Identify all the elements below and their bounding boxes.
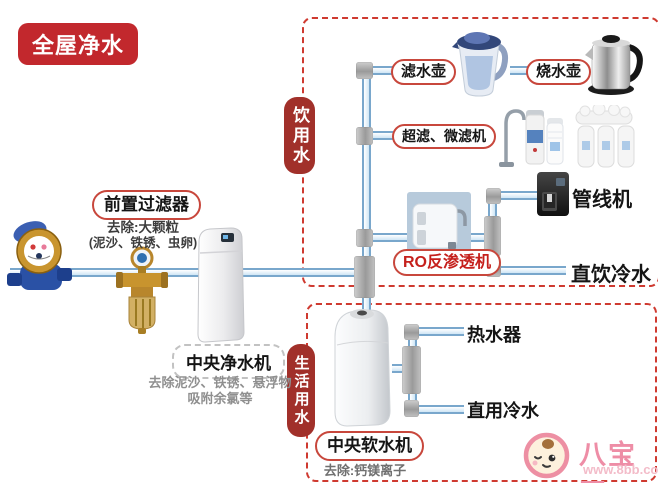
pipeline-machine-label: 管线机 [572, 189, 632, 211]
water-meter-image [6, 218, 72, 309]
kettle-image [583, 31, 644, 103]
pre-filter-label: 前置过滤器 [92, 190, 201, 221]
direct-use-cold-label: 直用冷水 [467, 401, 539, 421]
direct-cold-pipe [494, 266, 566, 275]
pre-filter-note-1: 去除:大颗粒 [107, 220, 179, 235]
filter-pitcher-image [447, 26, 511, 103]
pipeline-dispenser-image [536, 171, 570, 223]
multistage-filter-image [573, 102, 638, 174]
whole-house-badge: 全屋净水 [18, 23, 139, 65]
direct-drink-cold-label: 直饮冷水 [571, 264, 651, 286]
watermark-site-url: www.8bb.com [583, 462, 658, 477]
boiling-kettle-label: 烧水壶 [526, 59, 592, 85]
sleeve-fitting-manifold [402, 346, 421, 394]
ultrafilter-branch-pipe [369, 131, 393, 140]
ro-machine-image [407, 192, 471, 260]
main-supply-pipe [10, 268, 364, 277]
central-purifier-note-2: 吸附余氯等 [187, 391, 253, 406]
water-softener-image [328, 305, 395, 434]
drinking-riser-pipe [362, 66, 371, 276]
domestic-water-section-label: 生活用水 [287, 344, 315, 437]
central-purifier-image [190, 226, 250, 349]
elbow-fitting-manifold-bottom [404, 400, 419, 417]
elbow-fitting-top [356, 62, 373, 79]
ultra-micro-filter-label: 超滤、微滤机 [392, 124, 496, 149]
tee-fitting-ultrafilter [356, 127, 373, 145]
drinking-water-section-label: 饮用水 [284, 97, 315, 174]
watermark-site-name: 八宝网 [579, 440, 637, 483]
pre-filter-image [116, 246, 168, 339]
undersink-filter-image [493, 100, 565, 173]
water-heater-label: 热水器 [467, 325, 521, 345]
pipeline-machine-pipe [494, 191, 538, 200]
elbow-fitting-manifold-top [404, 324, 419, 340]
pitcher-branch-pipe [369, 66, 393, 75]
central-softener-label: 中央软水机 [315, 431, 424, 462]
tee-fitting-ro [356, 229, 373, 247]
sleeve-fitting-right [484, 216, 501, 256]
junction-sleeve-fitting [354, 256, 375, 298]
central-purifier-note-1: 去除泥沙、铁锈、悬浮物 [148, 375, 292, 390]
baby-logo-icon [523, 432, 570, 483]
central-purifier-label: 中央净水机 [172, 344, 285, 379]
elbow-fitting-right-top [486, 188, 501, 204]
filter-pitcher-label: 滤水壶 [391, 59, 457, 85]
pre-filter-note-2: (泥沙、铁锈、虫卵) [88, 236, 198, 250]
direct-use-branch-pipe [414, 405, 464, 414]
heater-branch-pipe [414, 327, 464, 336]
ro-machine-label: RO反渗透机 [393, 249, 502, 277]
kettle-link-pipe [510, 66, 529, 75]
central-softener-note: 去除:钙镁离子 [323, 463, 407, 478]
